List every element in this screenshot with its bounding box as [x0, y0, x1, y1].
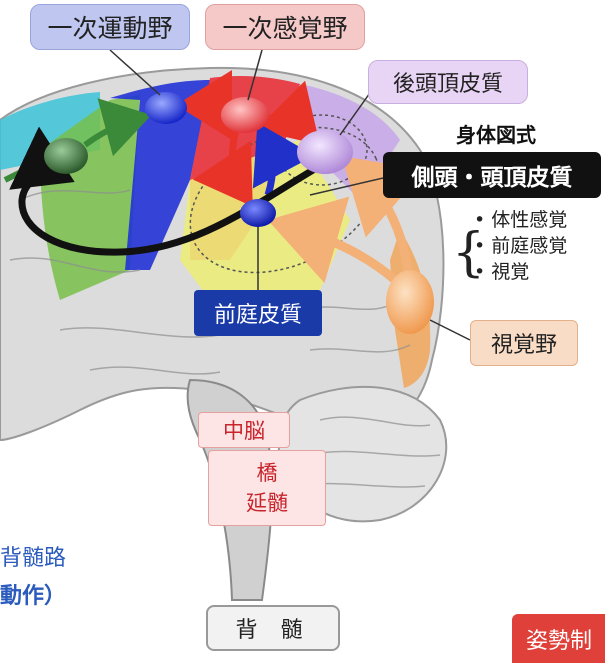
- vestibular-cortex-label: 前庭皮質: [194, 290, 322, 336]
- corner-cut-label: 姿勢制: [512, 614, 605, 663]
- visual-area-label: 視覚野: [470, 320, 578, 366]
- visual-to-posterior-arrow: [341, 156, 426, 271]
- primary-sensory-label: 一次感覚野: [205, 4, 365, 50]
- vestibular-sphere: [240, 199, 276, 227]
- spinal-cord-label: 背 髄: [206, 605, 340, 651]
- input-item: • 前庭感覚: [474, 235, 568, 257]
- premotor-sphere: [44, 138, 88, 174]
- visual-sphere: [386, 270, 434, 334]
- pons-medulla-label: 橋 延髄: [208, 450, 326, 526]
- input-item: • 視覚: [474, 261, 530, 283]
- sensory-inputs-list: • 体性感覚 • 前庭感覚 • 視覚: [474, 207, 567, 285]
- tpj-connector: [309, 177, 384, 196]
- pons-text: 橋: [256, 461, 278, 485]
- posterior-parietal-label: 後頭頂皮質: [368, 60, 528, 104]
- sensory-label-connector: [247, 49, 263, 101]
- motor-sphere: [145, 92, 187, 124]
- primary-motor-label: 一次運動野: [30, 4, 190, 50]
- green-to-motor-arrow: [83, 98, 152, 157]
- input-brace: {: [452, 223, 485, 283]
- visual-label-connector: [429, 319, 471, 341]
- midbrain-label: 中脳: [198, 412, 290, 448]
- posterior-dotted-ellipse: [276, 114, 368, 186]
- left-cut-label-2: 動作）: [0, 584, 67, 609]
- sensory-to-vestibular-arrow: [192, 129, 253, 207]
- input-item: • 体性感覚: [474, 209, 568, 231]
- posterior-label-connector: [339, 89, 373, 136]
- vestibular-to-sensory-arrow: [252, 122, 315, 197]
- left-cut-label-1: 背髄路: [0, 546, 67, 571]
- body-schema-label: 身体図式: [456, 122, 536, 147]
- visual-to-vestibular-arrow: [267, 196, 398, 284]
- temporoparietal-label: 側頭・頭頂皮質: [383, 152, 601, 198]
- motor-label-connector: [109, 49, 161, 96]
- medulla-text: 延髄: [246, 491, 288, 515]
- posterior-parietal-sphere: [297, 130, 353, 174]
- sensory-sphere: [221, 97, 269, 133]
